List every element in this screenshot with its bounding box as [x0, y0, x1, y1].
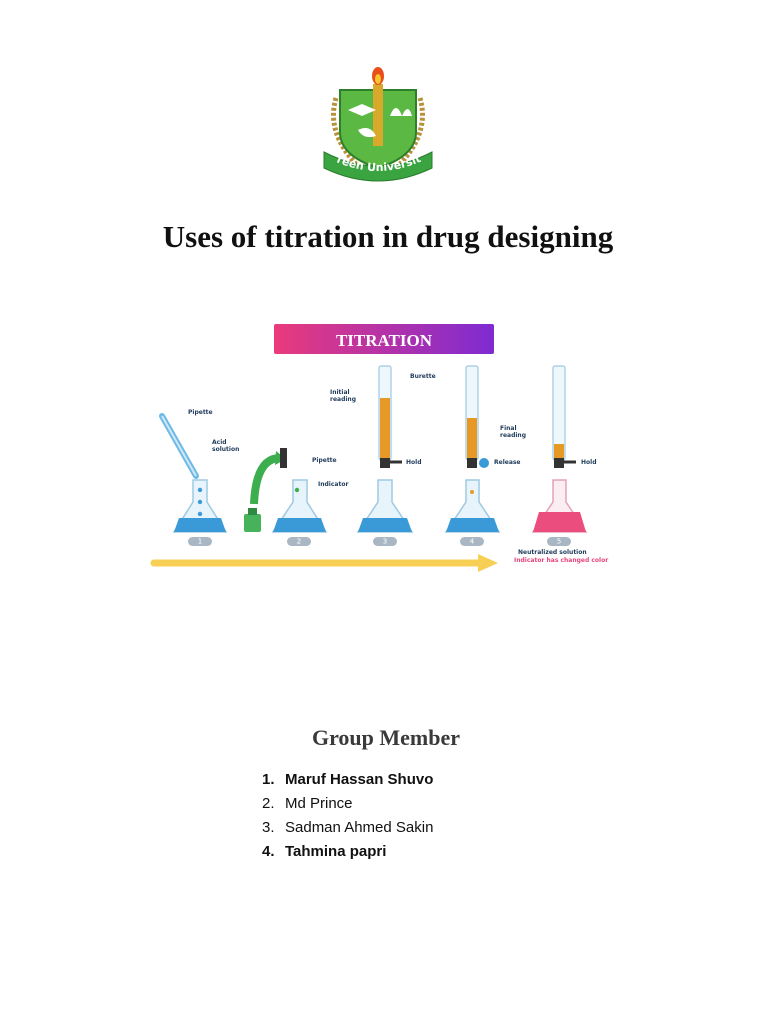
group-member-heading: Group Member: [311, 725, 461, 751]
svg-text:4: 4: [470, 538, 475, 546]
svg-text:3: 3: [383, 538, 387, 546]
step-number-3: 3: [373, 537, 397, 546]
label-indicator-changed: Indicator has changed color: [514, 557, 608, 564]
label-burette: Burette: [410, 373, 436, 380]
member-name: Md Prince: [285, 795, 353, 812]
label-hold-2: Hold: [581, 459, 597, 466]
step-5-group: [531, 365, 588, 533]
member-list-item: 2.Md Prince: [262, 792, 433, 816]
step-3-group: [356, 365, 414, 533]
university-logo-graphic: Green University: [313, 50, 433, 182]
label-indicator: Indicator: [318, 481, 348, 488]
label-release: Release: [494, 459, 521, 466]
member-name: Maruf Hassan Shuvo: [285, 771, 434, 788]
titration-illustration: TITRATION Pipette Acid solution Pipette …: [150, 324, 608, 572]
member-list-item: 4.Tahmina papri: [262, 840, 433, 864]
label-pipette-2: Pipette: [312, 457, 337, 464]
member-list-item: 1.Maruf Hassan Shuvo: [262, 768, 433, 792]
step-number-4: 4: [460, 537, 484, 546]
member-list-item: 3.Sadman Ahmed Sakin: [262, 816, 433, 840]
step-number-2: 2: [287, 537, 311, 546]
step-4-group: [444, 365, 501, 533]
label-initial-reading-line2: reading: [330, 396, 356, 403]
svg-text:1: 1: [198, 538, 202, 546]
label-acid-solution-line2: solution: [212, 446, 239, 453]
member-name: Tahmina papri: [285, 843, 387, 860]
label-hold-1: Hold: [406, 459, 422, 466]
label-final-reading-line1: Final: [500, 425, 517, 432]
label-neutralized-solution: Neutralized solution: [518, 549, 587, 556]
svg-text:2: 2: [297, 538, 301, 546]
document-title: Uses of titration in drug designing: [162, 218, 614, 254]
step-2-group: [244, 448, 328, 533]
label-acid-solution-line1: Acid: [212, 439, 227, 446]
title-banner: [274, 324, 494, 354]
progress-arrow-head: [478, 554, 498, 572]
member-list: 1.Maruf Hassan Shuvo 2.Md Prince 3.Sadma…: [262, 768, 433, 864]
label-final-reading-line2: reading: [500, 432, 526, 439]
svg-text:5: 5: [557, 538, 561, 546]
step-1-group: [159, 413, 228, 533]
university-logo: Green University: [313, 50, 438, 185]
step-number-5: 5: [547, 537, 571, 546]
banner-text: TITRATION: [336, 331, 433, 350]
label-pipette-1: Pipette: [188, 409, 213, 416]
label-initial-reading-line1: Initial: [330, 389, 350, 396]
step-number-1: 1: [188, 537, 212, 546]
member-name: Sadman Ahmed Sakin: [285, 819, 434, 836]
titration-figure: TITRATION Pipette Acid solution Pipette …: [148, 306, 624, 578]
